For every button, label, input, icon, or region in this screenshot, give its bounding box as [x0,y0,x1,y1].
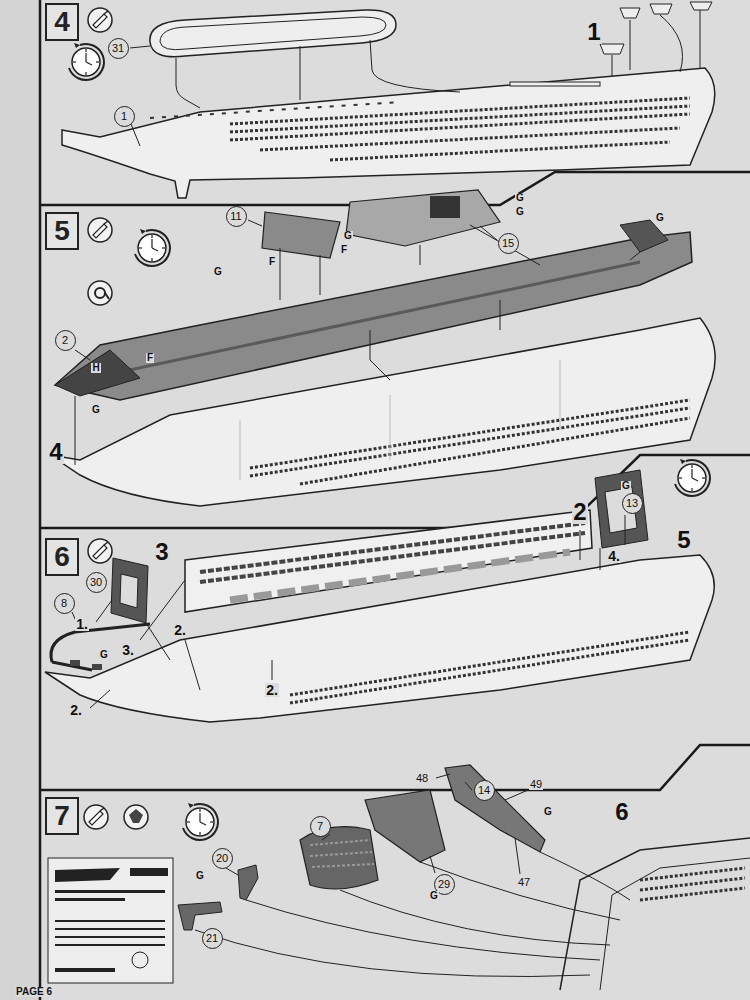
part-number: 14 [478,785,490,796]
order-number: 2. [173,623,187,637]
part-number: 1 [121,111,127,122]
step-number: 7 [54,802,70,830]
step-number-box: 6 [45,538,79,576]
part-number-circle: 11 [226,206,247,227]
part-number-circle: 14 [474,780,495,801]
paint-code: G [91,405,101,415]
paint-code: G [621,481,631,491]
order-number: 1. [75,617,89,631]
paint-code: G [343,231,353,241]
paint-code: F [268,257,276,267]
part-number: 15 [502,238,514,249]
part-number-circle: 2 [55,330,76,351]
paint-code: G [515,193,525,203]
sub-assembly-number: 1 [586,20,601,44]
step-number-box: 7 [45,797,79,835]
part-number-circle: 8 [54,593,75,614]
part-number: 13 [626,498,638,509]
part-number-circle: 15 [498,233,519,254]
paint-code: G [515,207,525,217]
part-number-circle: 31 [108,38,129,59]
part-number: 29 [438,879,450,890]
step-number: 6 [54,543,70,571]
sub-assembly-number: 5 [676,528,691,552]
part-number-circle: 30 [86,572,107,593]
part-number: 2 [62,335,68,346]
paint-code: G [429,891,439,901]
paint-code: F [146,353,154,363]
part-number-circle: 1 [114,106,135,127]
part-number: 20 [216,853,228,864]
part-number: 21 [206,933,218,944]
sub-assembly-number: 6 [614,800,629,824]
paint-code: G [213,267,223,277]
paint-code: G [655,213,665,223]
part-number-circle: 7 [310,816,331,837]
part-number-circle: 20 [212,848,233,869]
part-number-circle: 21 [202,928,223,949]
part-number: 30 [90,577,102,588]
paint-code: G [543,807,553,817]
sub-assembly-number: 4 [48,440,63,464]
order-number: 4. [607,549,621,563]
sub-assembly-number: 3 [154,540,169,564]
paint-code: G [99,650,109,660]
paint-code: H [91,363,100,373]
step-number: 5 [54,217,70,245]
paint-code: F [340,245,348,255]
order-number: 2. [69,703,83,717]
order-number: 3. [121,643,135,657]
part-number-circle: 13 [622,493,643,514]
part-number: 49 [529,779,543,790]
part-number: 31 [112,43,124,54]
part-number: 8 [61,598,67,609]
paint-code: PAGE 6 [15,987,53,997]
part-number: 48 [415,773,429,784]
part-number: 47 [517,877,531,888]
step-number-box: 4 [45,3,79,41]
part-number: 11 [230,211,241,222]
sub-assembly-number: 2 [572,500,587,524]
step-number-box: 5 [45,212,79,250]
part-number: 7 [317,821,323,832]
order-number: 2. [265,683,279,697]
paint-code: G [195,871,205,881]
step-number: 4 [54,8,70,36]
